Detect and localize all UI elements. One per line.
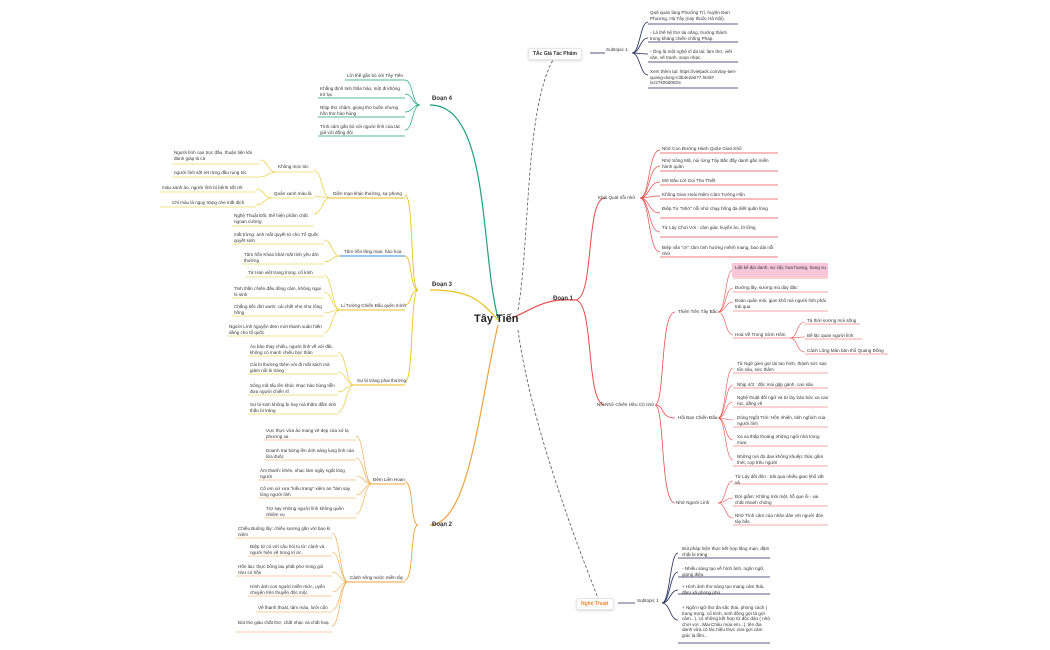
tacgia-item-3: - Ông là một nghệ sĩ đa tài: làm thơ, vi… <box>650 49 732 60</box>
canhsong-item-4: Hình ảnh con người miền mức, uyển chuyển… <box>250 584 326 595</box>
thiennhien-item-1: Liệt kê địa danh, sự vật, hoa hoang, han… <box>735 265 826 270</box>
doan3-ly-tuong[interactable]: Lí Tưởng Chiến Đấu quên mình <box>341 303 406 308</box>
lytuong-item-2: Tinh thần chiến đấu dũng cảm, không ngại… <box>234 286 321 297</box>
dienmao-khong-moc-toc[interactable]: Không mọc tóc <box>278 164 309 169</box>
edge-doan2 <box>429 324 499 526</box>
topic-doan-2[interactable]: Đoạn 2 <box>432 522 453 528</box>
khaiquat-item-7: Điệp vần "ơi": tâm tình hướng mênh mang,… <box>662 245 774 256</box>
nghethuat-item-2: - Nhiều sáng tạo về hình ảnh, ngôn ngữ, … <box>682 566 765 577</box>
quanxanh-item-1: màu xanh áo, người lính bị bệnh sốt rét <box>162 185 243 190</box>
hoiban-item-5: Xa xa thấp thoáng những ngôi nhà trong m… <box>737 434 820 445</box>
tacgia-item-2: - Là thế hệ thơ tài năng, trưởng thành t… <box>650 30 728 41</box>
khaiquat-item-1: Nhớ Con Đường Hành Quân Gian Khổ <box>662 146 742 151</box>
hoave-item-3: Cảnh Lũng Màn bản thổ Quang Đồng <box>807 348 884 353</box>
khaiquat-item-5: Điệp Từ "Nhớ" nỗi nhớ chạy hồng đa diết … <box>662 206 768 211</box>
canhsong-item-5: Về thanh thoát, tâm màu, lưới cẩn <box>258 605 328 610</box>
thiennhien-item-3: Đoàn quân mỏi, gian khổ mà người lính ph… <box>735 298 826 309</box>
hoiban-item-3: Nghệ thuật đối ngữ và từ láy bảo bức xa … <box>737 395 829 406</box>
edge-doan1 <box>511 299 576 319</box>
doan3-dien-mao[interactable]: Diện mạo khác thường, sự phong <box>333 191 402 196</box>
hoiban-item-1: Từ Ngữ gieo gợi tài tao hình, thành sức … <box>737 361 827 372</box>
doan2-dem-lien-hoan[interactable]: Đêm Liên Hoan <box>373 477 405 482</box>
hoave-item-1: Tả thời sương mùi sống <box>807 318 857 323</box>
highlight <box>732 263 828 277</box>
doan2-canh-song-nuoc[interactable]: Cảnh sông nước miền tây <box>350 575 404 580</box>
topic-nghe-thuat[interactable]: Nghệ Thuật <box>576 598 614 610</box>
demlienhoan-item-3: Âm thanh: khèn, nhạc làm ngây ngất lòng … <box>260 468 345 479</box>
nghethuat-item-1: Bút pháp hiện thực kết hợp lãng mạn, đậm… <box>682 546 770 557</box>
canhsong-item-3: Hồn lau: thực bông lau phất phơ trong gi… <box>238 564 324 575</box>
doan3-bi-trang[interactable]: Sự bi tráng phai thường <box>357 378 407 383</box>
hoiban-item-2: Nhịp 4/3 : độc mùi gặp gánh, cao sâu <box>737 382 814 387</box>
hoave-item-2: Bề lặc quan người lính <box>807 333 854 338</box>
thiennhien-hoa-ve[interactable]: Hoá Về Trong Sờm Hôm <box>735 332 786 337</box>
noinho-hoi-ban[interactable]: Hồi Bạn Chiến Đấu <box>678 415 718 420</box>
topic-tac-gia[interactable]: TÁc Giả Tác Phẩm <box>528 48 582 60</box>
canhsong-item-2: Điệp từ có với câu hỏi tu từ: cảnh và ng… <box>250 544 325 555</box>
edge-doan3 <box>429 289 499 321</box>
edge-noinho <box>574 299 606 406</box>
bitrang-item-3: Sông mã tấu lên khúc nhạc hào hùng tiễn … <box>250 383 335 394</box>
edge-nghethuat <box>517 329 599 599</box>
khaiquat-item-3: Mở Đầu Lời Gọi Tha Thiết <box>662 178 716 183</box>
tacgia-item-4: Xem thêm tại: https://vietjack.com/tay-t… <box>650 69 737 86</box>
doan1-khai-quat[interactable]: Khái Quát nỗi nhớ <box>598 195 636 200</box>
edge-tacgia <box>517 59 554 311</box>
demlienhoan-item-1: Vực thực vừa ảo mang vẻ đẹp của xứ lạ ph… <box>266 428 349 439</box>
lytuong-item-4: Người Lính nguyện đem mời thanh xuân hiế… <box>229 324 322 335</box>
hoiban-item-4: Dòng Ngột Trời: Hồn nhiên, tinh nghịch c… <box>737 415 826 426</box>
root-topic[interactable]: Tây Tiến <box>474 313 519 325</box>
demlienhoan-item-4: Cô em xứ xưa "kiều trang" xiêm áo "làm s… <box>260 486 351 497</box>
topic-doan-4[interactable]: Đoạn 4 <box>432 96 453 102</box>
doan4-item-3: Nhịp thơ chậm, giọng thơ buồn nhưng hồn … <box>320 105 399 116</box>
tacgia-subtopic[interactable]: Subtopic 1 <box>606 47 628 52</box>
tamhon-item-1: mắt trừng: anh mắt quyết tử cho Tổ Quốc … <box>234 232 319 243</box>
tamhon-item-2: Tâm hồn Khao khát mặt tình yêu đời thườn… <box>244 252 319 263</box>
khongmoctoc-item-1: Người lính cạo trọc đầu, thuận tiện khi … <box>174 150 253 161</box>
dienmao-quan-xanh[interactable]: Quân xanh màu lá <box>274 191 312 196</box>
nghethuat-item-4: + Ngôn ngữ thơ đa sắc thái, phong cách (… <box>682 605 771 638</box>
tacgia-item-1: Quê quán làng Phường Trì, huyện Đan Phượ… <box>650 10 730 21</box>
edge-doan4 <box>429 104 499 319</box>
nguoilinh-item-2: Đời giầm: Không mỏi mệt, hỗ que ổi - vai… <box>735 494 819 505</box>
bitrang-item-2: Cái bi thường thêm với đi mất sách mà gi… <box>250 362 330 373</box>
thiennhien-item-2: Đường lầy, sương mù dày đặc <box>735 285 798 290</box>
khaiquat-item-2: Nhớ Sông Mã, núi rừng Tây Bắc đầy danh g… <box>662 158 769 169</box>
quanxanh-item-2: Chỉ màu lá nguỵ trang che mắt địch <box>172 200 245 205</box>
dienmao-nghe-thuat-doi: Nghệ Thuật Đối, thể hiện phẩm chất ngoan… <box>234 213 308 224</box>
nguoilinh-item-3: Nhớ Tình cảm của nhân dân với người đón … <box>735 513 824 524</box>
lytuong-item-1: Từ Hán việt trang trọng, cổ kính <box>248 270 313 275</box>
bitrang-item-1: Áo bào thay chiếu, người lính về với đất… <box>250 344 333 355</box>
topic-doan-1[interactable]: Đoạn 1 <box>553 296 574 302</box>
nguoilinh-item-1: Từ Láy đôi đôn : trải qua nhiều gian khổ… <box>735 474 824 485</box>
demlienhoan-item-2: Doanh trại bừng lên ánh sáng lung linh c… <box>266 448 354 459</box>
lytuong-item-3: Chẳng tiếc đời xanh: cái chết nhẹ như lô… <box>234 304 322 315</box>
doan1-noi-nho[interactable]: Nỗi Nhớ Chiến Hữu Cũ nhớ <box>597 402 655 407</box>
nghethuat-subtopic[interactable]: Subtopic 1 <box>637 598 659 603</box>
canhsong-item-6: Bút thơ giàu chất thơ, chất nhạc và chất… <box>238 620 329 625</box>
nghethuat-item-3: + Hình ảnh thơ sáng tạo mang cảm thái, đ… <box>682 584 765 595</box>
hoiban-item-6: Những nơi đo dan không khuếp: thác gầm t… <box>737 454 824 465</box>
topic-doan-3[interactable]: Đoạn 3 <box>432 282 453 288</box>
khaiquat-item-4: Không Gian Hoài Niệm Cảm Tưởng Hồn <box>662 192 745 197</box>
doan4-item-2: Khẳng định tinh thần hảo, một đi không t… <box>320 86 400 97</box>
doan3-tam-hon[interactable]: Tâm hồn lãng mạn, hào hoa <box>344 249 402 254</box>
noinho-thien-tien[interactable]: Thiên Tiên Tây Bắc <box>678 309 718 314</box>
khongmoctoc-item-2: người lính sốt rét rừng đầu rụng tóc <box>174 170 247 175</box>
demlienhoan-item-5: Trợ say những người lính không quên nhiệ… <box>266 506 344 517</box>
bitrang-item-4: Sự bi sinh không bi hay mà thấm đẫm tinh… <box>250 402 337 413</box>
noinho-nho-nguoi-linh[interactable]: Nhớ Người Lính <box>676 500 710 505</box>
doan4-item-4: Tình cảm gắn bó với người lính của tác g… <box>320 124 401 135</box>
canhsong-item-1: Chiều Buông lấy: chiều sương gần với bao… <box>238 526 331 537</box>
doan4-item-1: Lời thề gắn bó với Tây Tiến <box>347 73 403 78</box>
khaiquat-item-6: Từ Láy Chơi Vơi : cảm giác huyền ảo, lờ … <box>662 225 756 230</box>
edge-khaiquat <box>574 197 606 301</box>
